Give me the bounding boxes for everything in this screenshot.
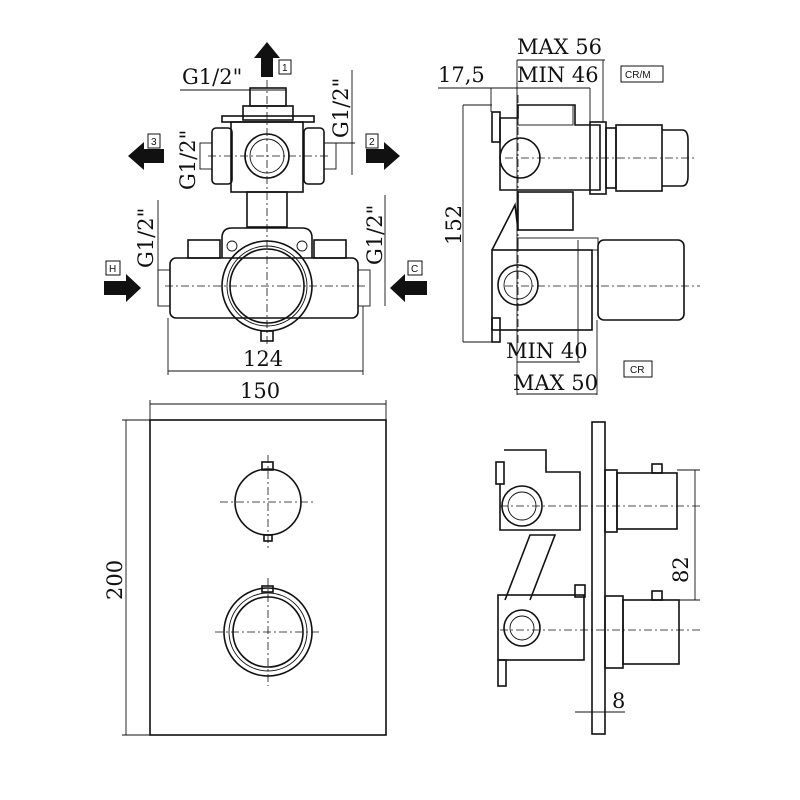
height-200-label: 200 xyxy=(103,560,127,600)
side-view-bottom xyxy=(495,421,700,735)
spacing-82-label: 82 xyxy=(669,556,693,583)
outlet-1-arrow: 1 xyxy=(254,42,292,77)
height-152-label: 152 xyxy=(442,205,466,245)
outlet-3-arrow: 3 xyxy=(128,133,164,170)
inlet-hot-arrow: H xyxy=(104,260,141,302)
outlet-2-label: 2 xyxy=(369,137,375,148)
side-view-top xyxy=(491,95,700,345)
inlet-cold-label: C xyxy=(411,264,418,275)
thread-right-label: G1/2" xyxy=(329,78,353,138)
width-150-label: 150 xyxy=(240,379,280,403)
thread-left-label: G1/2" xyxy=(176,130,200,190)
variant-cr-m-label: CR/M xyxy=(625,70,651,81)
max-56-label: MAX 56 xyxy=(517,35,602,59)
front-plate xyxy=(149,419,387,736)
max-50-label: MAX 50 xyxy=(513,371,598,395)
variant-cr-label: CR xyxy=(630,365,644,376)
outlet-2-arrow: 2 xyxy=(365,133,400,170)
min-46-label: MIN 46 xyxy=(517,63,599,87)
plate-8-label: 8 xyxy=(612,689,625,713)
valve-top-view xyxy=(157,80,371,345)
thread-lower-right-label: G1/2" xyxy=(363,205,387,265)
thread-lower-left-label: G1/2" xyxy=(134,208,158,268)
thread-top-label: G1/2" xyxy=(182,65,242,89)
outlet-1-label: 1 xyxy=(282,63,288,74)
offset-17-5-label: 17,5 xyxy=(438,63,485,87)
outlet-3-label: 3 xyxy=(151,137,157,148)
min-40-label: MIN 40 xyxy=(506,339,588,363)
width-124-label: 124 xyxy=(243,347,283,371)
inlet-cold-arrow: C xyxy=(390,260,427,302)
inlet-hot-label: H xyxy=(109,264,116,275)
